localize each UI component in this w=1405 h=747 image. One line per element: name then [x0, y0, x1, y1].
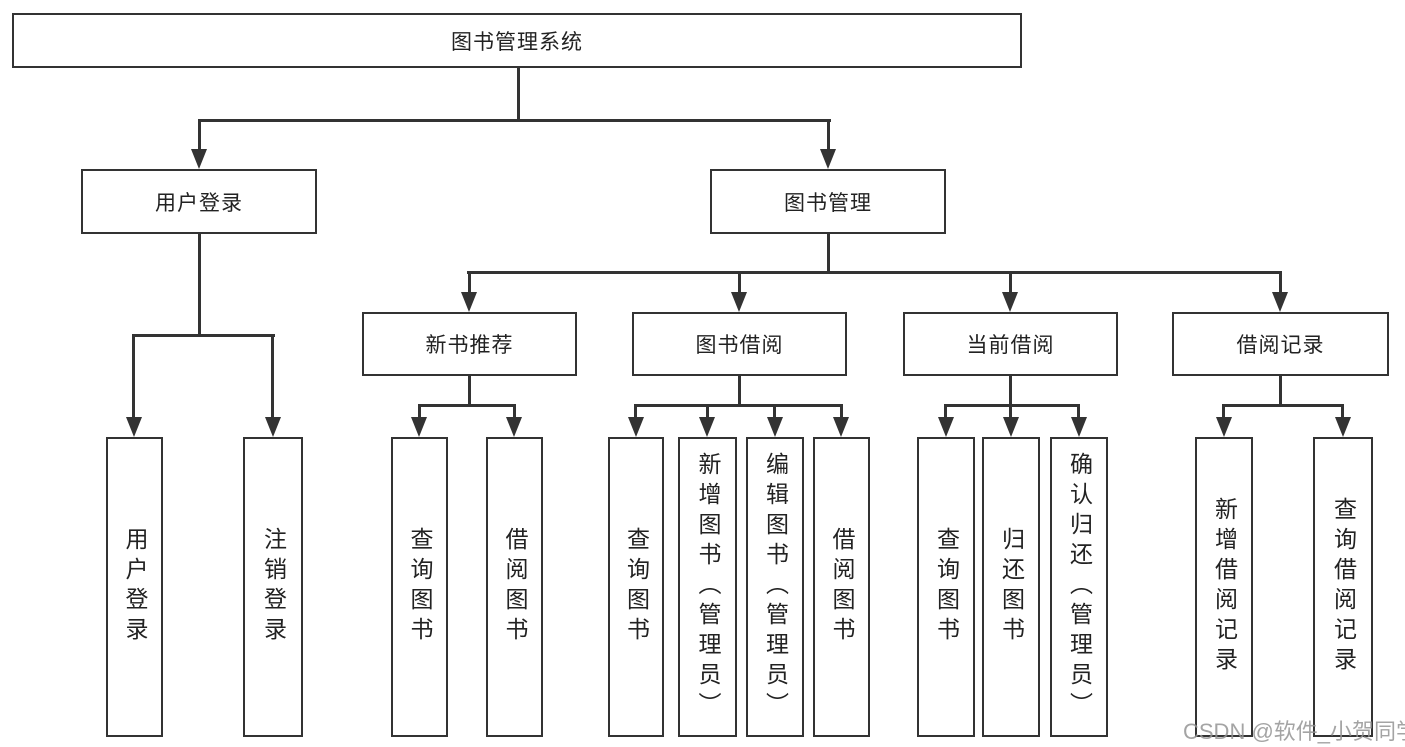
arrow-down-icon [1335, 417, 1351, 437]
connector-s0-stem [468, 375, 471, 406]
connector-s1c1-stub [706, 404, 709, 419]
arrow-down-icon [820, 149, 836, 169]
connector-g1-stem [827, 233, 830, 274]
connector-s0-stub [468, 271, 471, 294]
node-new-book-recommend: 新书推荐 [362, 312, 577, 376]
node-current-borrow: 当前借阅 [903, 312, 1118, 376]
connector-s2-stub [1009, 271, 1012, 294]
connector-s1-stem [738, 375, 741, 406]
node-borrow-books: 借阅图书 [486, 437, 543, 737]
connector-s1c2-stub [773, 404, 776, 419]
csdn-watermark: CSDN @软件_小贺同学 [1183, 719, 1405, 744]
connector-s2c0-stub [944, 404, 947, 419]
connector-s0-rail [418, 404, 516, 407]
connector-root-stem [517, 68, 520, 121]
connector-s1-stub [738, 271, 741, 294]
node-query-borrow-record: 查询借阅记录 [1313, 437, 1373, 737]
node-confirm-return-admin: 确认归还（管理员） [1050, 437, 1108, 737]
arrow-down-icon [628, 417, 644, 437]
arrow-down-icon [191, 149, 207, 169]
connector-user-login-stub [198, 119, 201, 151]
arrow-down-icon [1071, 417, 1087, 437]
connector-g1-rail [467, 271, 1282, 274]
node-user-login-group: 用户登录 [81, 169, 317, 234]
node-query-books: 查询图书 [391, 437, 448, 737]
connector-s2-stem [1009, 375, 1012, 406]
node-book-borrow: 图书借阅 [632, 312, 847, 376]
arrow-down-icon [731, 292, 747, 312]
arrow-down-icon [767, 417, 783, 437]
arrow-down-icon [1003, 417, 1019, 437]
node-query-books: 查询图书 [917, 437, 975, 737]
arrow-down-icon [938, 417, 954, 437]
connector-book-mgmt-stub [827, 119, 830, 151]
connector-s1c0-stub [634, 404, 637, 419]
connector-s3-stub [1279, 271, 1282, 294]
arrow-down-icon [699, 417, 715, 437]
connector-g0c1-stub [271, 334, 274, 418]
connector-g0-rail [133, 334, 275, 337]
connector-g0c0-stub [132, 334, 135, 418]
connector-s3-rail [1222, 404, 1344, 407]
arrow-down-icon [1216, 417, 1232, 437]
node-user-login: 用户登录 [106, 437, 163, 737]
node-logout: 注销登录 [243, 437, 303, 737]
arrow-down-icon [1272, 292, 1288, 312]
arrow-down-icon [506, 417, 522, 437]
arrow-down-icon [461, 292, 477, 312]
connector-s2c1-stub [1009, 404, 1012, 419]
arrow-down-icon [265, 417, 281, 437]
arrow-down-icon [126, 417, 142, 437]
connector-root-rail [198, 119, 831, 122]
connector-s0c1-stub [513, 404, 516, 419]
node-book-management-system: 图书管理系统 [12, 13, 1022, 68]
connector-s1-rail [634, 404, 842, 407]
node-add-borrow-record: 新增借阅记录 [1195, 437, 1253, 737]
connector-s1c3-stub [840, 404, 843, 419]
connector-g0-stem [198, 233, 201, 337]
node-edit-books-admin: 编辑图书（管理员） [746, 437, 804, 737]
connector-s2c2-stub [1077, 404, 1080, 419]
node-borrow-records: 借阅记录 [1172, 312, 1389, 376]
node-borrow-books: 借阅图书 [813, 437, 870, 737]
connector-s3c1-stub [1341, 404, 1344, 419]
arrow-down-icon [411, 417, 427, 437]
node-return-books: 归还图书 [982, 437, 1040, 737]
node-book-management-group: 图书管理 [710, 169, 946, 234]
connector-s3c0-stub [1222, 404, 1225, 419]
arrow-down-icon [833, 417, 849, 437]
arrow-down-icon [1002, 292, 1018, 312]
node-add-books-admin: 新增图书（管理员） [678, 437, 737, 737]
connector-s3-stem [1279, 375, 1282, 406]
connector-s0c0-stub [418, 404, 421, 419]
node-query-books: 查询图书 [608, 437, 664, 737]
connector-s2-rail [944, 404, 1080, 407]
